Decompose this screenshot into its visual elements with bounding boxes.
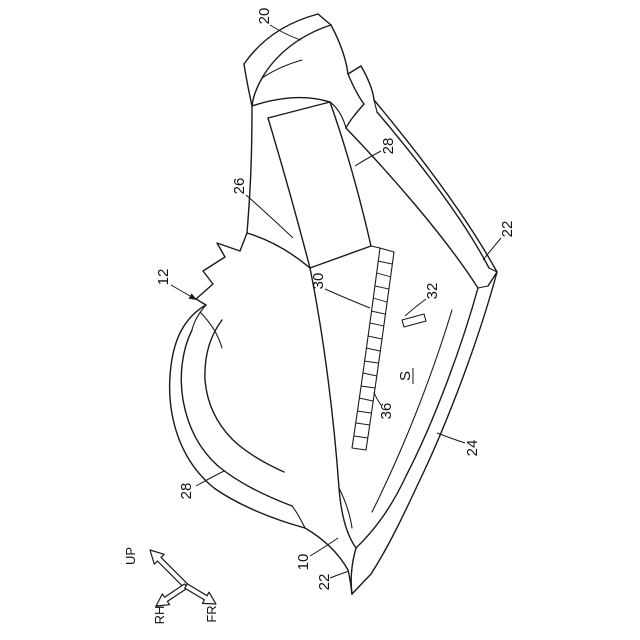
upper-cowl-detail — [261, 59, 303, 79]
axis-label-fr: FR — [204, 605, 219, 622]
ref-label-12: 12 — [155, 269, 172, 286]
corner-edge-2 — [477, 285, 489, 289]
upper-cowl-inner-arc — [251, 24, 332, 107]
leader-30 — [324, 288, 371, 309]
leader-20 — [269, 24, 302, 41]
notch-zigzag — [195, 232, 248, 306]
ref-label-32: 32 — [424, 283, 441, 300]
upper-panel — [251, 97, 381, 269]
knuckle-facet — [347, 65, 362, 75]
strip-cap-top — [379, 247, 395, 253]
serrated-strip — [351, 247, 427, 451]
leader-22-upper — [482, 237, 502, 261]
upper-cowl-left-end — [243, 63, 253, 107]
leader-lines — [170, 24, 502, 579]
lower-cowl-spoke — [199, 311, 223, 349]
panel-top-edge — [267, 101, 331, 119]
lower-cowl-innermost — [204, 319, 285, 473]
left-upper-silhouette — [246, 105, 253, 234]
strip-line-right — [365, 251, 395, 451]
instrument-panel-drawing — [168, 13, 498, 595]
lower-cowl-inner-tie-bottom — [291, 505, 306, 529]
knuckle-tie — [373, 99, 378, 113]
ref-label-26: 26 — [231, 178, 248, 195]
left-structure — [168, 105, 311, 529]
knuckle-line-4 — [345, 103, 365, 129]
corner-edge-1 — [487, 271, 498, 287]
ref-label-S: S — [397, 371, 414, 381]
sweep-band-lower — [345, 127, 479, 289]
hinge-knuckle — [330, 24, 378, 129]
ref-label-28-lower: 28 — [178, 483, 195, 500]
slot-opening — [401, 313, 427, 328]
serration-ticks — [353, 260, 393, 439]
notch-panel-tie — [246, 232, 311, 269]
orientation-indicator: UP RH FR — [123, 547, 219, 624]
cowl-base-line — [251, 97, 331, 107]
leader-28-lower — [195, 470, 225, 487]
upper-cowl-tip-edge — [317, 13, 332, 26]
up-arrow — [149, 549, 189, 589]
slab-left-ridge — [309, 267, 357, 549]
panel-bottom-edge — [309, 245, 372, 269]
panel-knuckle-tie — [329, 101, 347, 129]
ref-label-28-upper: 28 — [380, 138, 397, 155]
ref-label-10: 10 — [295, 554, 312, 571]
front-face — [350, 271, 498, 595]
panel-left-edge — [267, 117, 311, 269]
reference-numerals: 20 28 26 22 12 30 32 36 24 28 10 22 S — [155, 8, 516, 591]
strip-line-left — [351, 247, 381, 449]
leader-26 — [245, 194, 294, 239]
ref-label-22-lower: 22 — [316, 574, 333, 591]
axis-label-up: UP — [123, 547, 138, 565]
lower-face-crease — [371, 309, 453, 513]
leader-12-arrowhead — [188, 293, 197, 300]
lower-cowl-inner-tie-top — [191, 304, 207, 331]
ref-label-24: 24 — [464, 440, 481, 457]
upper-cowl — [243, 13, 332, 107]
upper-cowl-outer-arc — [243, 13, 319, 65]
knuckle-line-1 — [330, 24, 349, 75]
ref-label-20: 20 — [256, 8, 273, 25]
leader-36 — [373, 391, 382, 406]
knuckle-line-2 — [347, 73, 365, 105]
lower-cowl-outer — [168, 304, 306, 529]
knuckle-line-3 — [360, 65, 375, 101]
right-outer-edge — [351, 271, 498, 595]
leader-12 — [170, 284, 191, 297]
tip-end-edge — [350, 547, 357, 595]
fr-arrow — [184, 583, 217, 605]
leader-22-lower — [329, 570, 350, 579]
panel-right-edge — [329, 101, 372, 247]
axis-label-rh: RH — [152, 606, 167, 625]
leader-28-upper — [354, 150, 382, 167]
windshield-sweep — [345, 99, 498, 289]
strip-cap-bottom — [351, 447, 367, 451]
ref-label-30: 30 — [310, 273, 327, 290]
slab-bottom-tie — [304, 527, 353, 595]
panel-strip-tie — [370, 245, 381, 249]
leader-10 — [309, 537, 339, 557]
sweep-inner — [376, 111, 490, 269]
sweep-outer — [373, 99, 498, 273]
leader-32 — [404, 298, 427, 317]
slab-edges — [304, 267, 453, 595]
corner-tie — [488, 267, 498, 273]
ref-label-36: 36 — [378, 403, 395, 420]
bottom-face-line — [338, 487, 353, 529]
rh-arrow — [155, 583, 188, 607]
ref-label-22-upper: 22 — [499, 221, 516, 238]
leader-24 — [436, 432, 466, 444]
lower-cowl-inner — [180, 329, 293, 507]
face-upper-boundary — [355, 287, 479, 549]
